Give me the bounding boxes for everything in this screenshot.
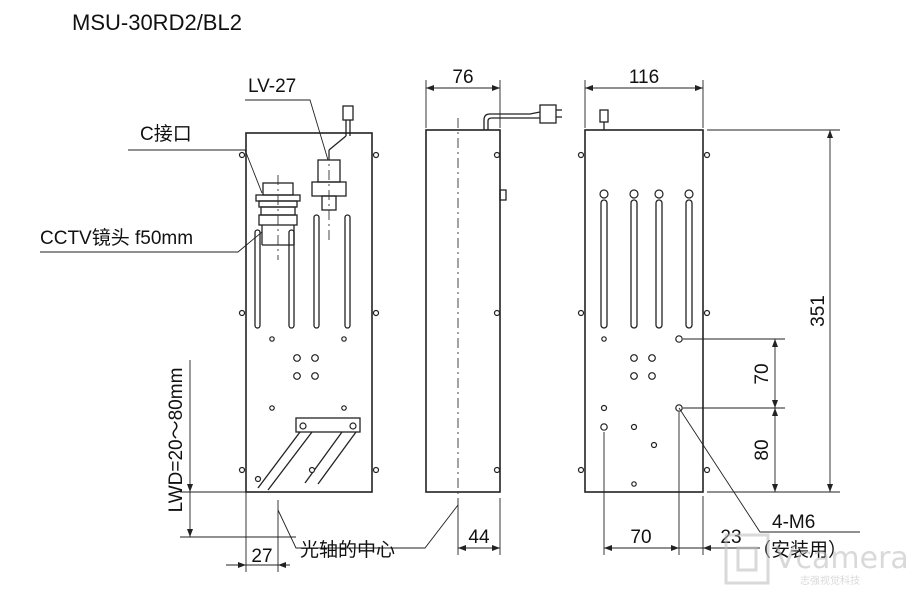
watermark-logo: Vcamera 志强视觉科技	[724, 533, 909, 587]
dim-side-width: 76	[452, 67, 473, 88]
dim-back-width: 116	[629, 67, 659, 88]
watermark-tagline: 志强视觉科技	[800, 574, 860, 587]
watermark-brand: Vcamera	[775, 541, 909, 576]
label-mount-note: （安装用）	[752, 539, 847, 561]
dim-v80: 80	[752, 439, 773, 460]
side-view	[425, 104, 562, 498]
front-housing-outline	[245, 132, 373, 493]
back-view	[577, 109, 711, 493]
back-housing-outline	[584, 129, 704, 493]
dim-h44: 44	[468, 527, 490, 548]
label-cctv-lens: CCTV镜头 f50mm	[40, 227, 193, 249]
back-slots	[599, 189, 694, 329]
dim-v70: 70	[752, 363, 773, 384]
dim-height: 351	[808, 295, 829, 327]
dimension-lines	[180, 80, 840, 572]
side-housing-outline	[425, 129, 501, 493]
label-optical-center: 光轴的中心	[300, 539, 395, 561]
mirror-bracket	[254, 417, 361, 491]
lv27-light	[311, 105, 354, 240]
label-c-mount: C接口	[140, 123, 192, 145]
drawing-title: MSU-30RD2/BL2	[72, 10, 242, 35]
front-slots	[254, 214, 351, 329]
label-lv27: LV-27	[248, 76, 296, 97]
front-view	[238, 105, 380, 493]
leader-lines	[40, 99, 860, 549]
label-mount-holes: 4-M6	[772, 512, 815, 533]
dim-h70: 70	[630, 527, 651, 548]
dim-h23: 23	[720, 527, 741, 548]
label-lwd: LWD=20～80mm	[166, 368, 187, 513]
dim-h27: 27	[251, 546, 272, 567]
